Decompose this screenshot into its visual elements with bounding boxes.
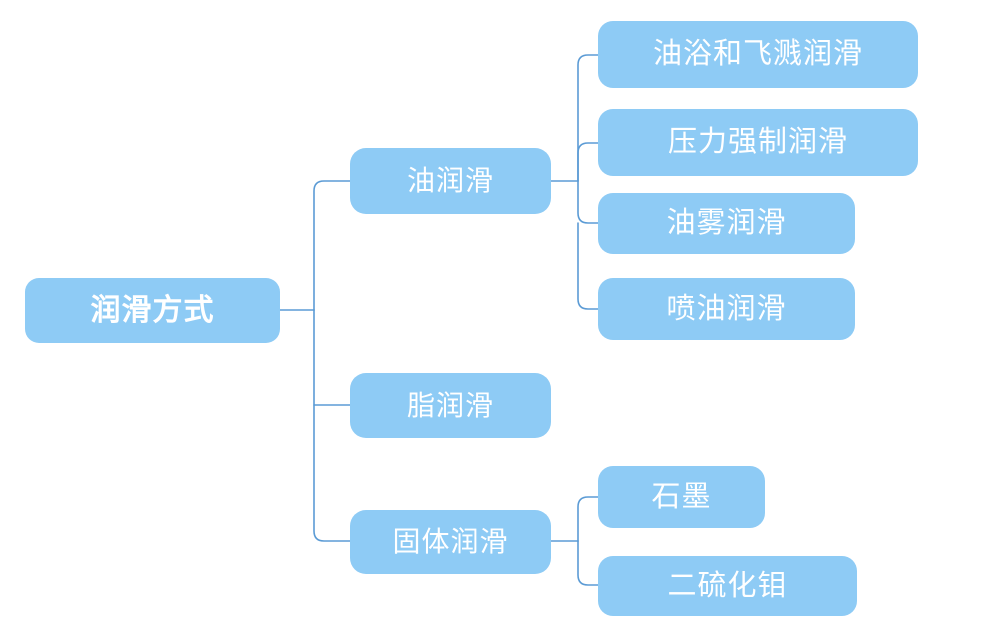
node-oil-mist-lubrication[interactable]: 油雾润滑 (598, 193, 855, 254)
connector-trunk-grease (313, 309, 351, 406)
connector-oil-child-2 (577, 142, 599, 182)
node-label: 压力强制润滑 (667, 126, 848, 158)
connector-trunk-oil (313, 180, 351, 311)
node-label: 油浴和飞溅润滑 (652, 38, 863, 70)
node-label: 油润滑 (406, 165, 494, 196)
node-label: 油雾润滑 (666, 207, 787, 239)
node-oil-jet-lubrication[interactable]: 喷油润滑 (598, 278, 855, 340)
node-label: 润滑方式 (90, 293, 215, 327)
connector-trunk-solid (313, 404, 351, 542)
node-label: 固体润滑 (392, 526, 509, 557)
node-label: 喷油润滑 (666, 292, 787, 325)
node-graphite[interactable]: 石墨 (598, 466, 765, 528)
node-label: 石墨 (651, 480, 712, 513)
connector-solid-child-1 (577, 496, 599, 542)
connector-oil-child-4 (577, 222, 599, 310)
node-root-lubrication-method[interactable]: 润滑方式 (25, 278, 280, 343)
connector-oil-child-1 (577, 54, 599, 182)
connector-oil-child-3 (577, 180, 599, 224)
node-pressure-forced-lubrication[interactable]: 压力强制润滑 (598, 109, 918, 176)
node-oil-bath-and-splash-lubrication[interactable]: 油浴和飞溅润滑 (598, 21, 918, 88)
node-oil-lubrication[interactable]: 油润滑 (350, 148, 551, 214)
node-molybdenum-disulfide[interactable]: 二硫化钼 (598, 556, 857, 616)
node-solid-lubrication[interactable]: 固体润滑 (350, 510, 551, 574)
node-label: 脂润滑 (406, 389, 494, 421)
connector-solid-child-2 (577, 540, 599, 586)
node-label: 二硫化钼 (667, 569, 788, 602)
node-grease-lubrication[interactable]: 脂润滑 (350, 373, 551, 438)
